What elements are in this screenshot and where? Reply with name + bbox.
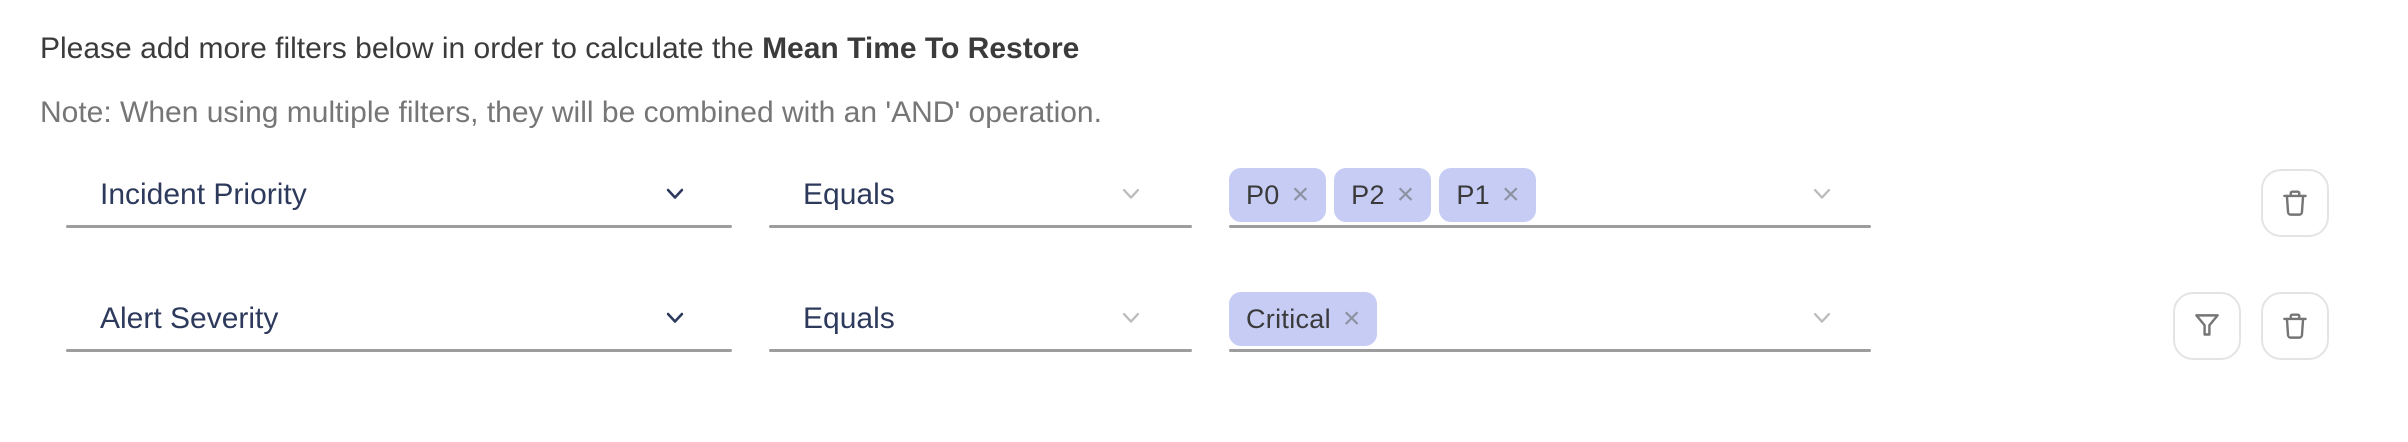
chevron-down-icon (666, 188, 684, 199)
value-chip: P1 × (1439, 168, 1537, 222)
chevron-down-icon (1122, 188, 1140, 199)
metric-name: Mean Time To Restore (762, 32, 1080, 65)
chevron-down-icon (666, 312, 684, 323)
operator-select-2-value: Equals (803, 302, 895, 335)
instruction-prefix: Please add more filters below in order t… (40, 32, 763, 65)
instruction-text: Please add more filters below in order t… (40, 30, 1079, 68)
operator-select-1[interactable]: Equals (769, 162, 1192, 228)
value-chip-label: P0 (1246, 179, 1280, 210)
trash-icon (2283, 313, 2307, 339)
attribute-select-2-value: Alert Severity (100, 302, 279, 335)
attribute-select-2[interactable]: Alert Severity (66, 286, 732, 352)
attribute-select-1[interactable]: Incident Priority (66, 162, 732, 228)
operator-select-2[interactable]: Equals (769, 286, 1192, 352)
delete-filter-button[interactable] (2261, 169, 2329, 237)
remove-chip-icon[interactable]: × (1291, 178, 1310, 211)
values-multiselect-1[interactable]: P0 × P2 × P1 × (1229, 162, 1871, 228)
delete-filter-button[interactable] (2261, 292, 2329, 360)
chevron-down-icon (1813, 188, 1831, 199)
value-chip-label: P1 (1456, 179, 1490, 210)
filter-row-2: Alert Severity Equals Critical × (66, 286, 1871, 352)
value-chip-label: Critical (1246, 303, 1331, 334)
values-multiselect-2[interactable]: Critical × (1229, 286, 1871, 352)
value-chip: P0 × (1229, 168, 1327, 222)
value-chip-label: P2 (1351, 179, 1385, 210)
chevron-down-icon (1813, 312, 1831, 323)
attribute-select-1-value: Incident Priority (100, 178, 307, 211)
trash-icon (2283, 190, 2307, 216)
filter-row-1: Incident Priority Equals P0 × P2 × P1 × (66, 162, 1871, 228)
operator-select-1-value: Equals (803, 178, 895, 211)
chevron-down-icon (1122, 312, 1140, 323)
value-chip: P2 × (1334, 168, 1432, 222)
filter-funnel-icon (2195, 314, 2219, 336)
remove-chip-icon[interactable]: × (1342, 302, 1361, 335)
apply-filter-button[interactable] (2173, 292, 2241, 360)
note-text: Note: When using multiple filters, they … (40, 96, 1102, 129)
value-chip: Critical × (1229, 292, 1378, 346)
remove-chip-icon[interactable]: × (1396, 178, 1415, 211)
remove-chip-icon[interactable]: × (1501, 178, 1520, 211)
